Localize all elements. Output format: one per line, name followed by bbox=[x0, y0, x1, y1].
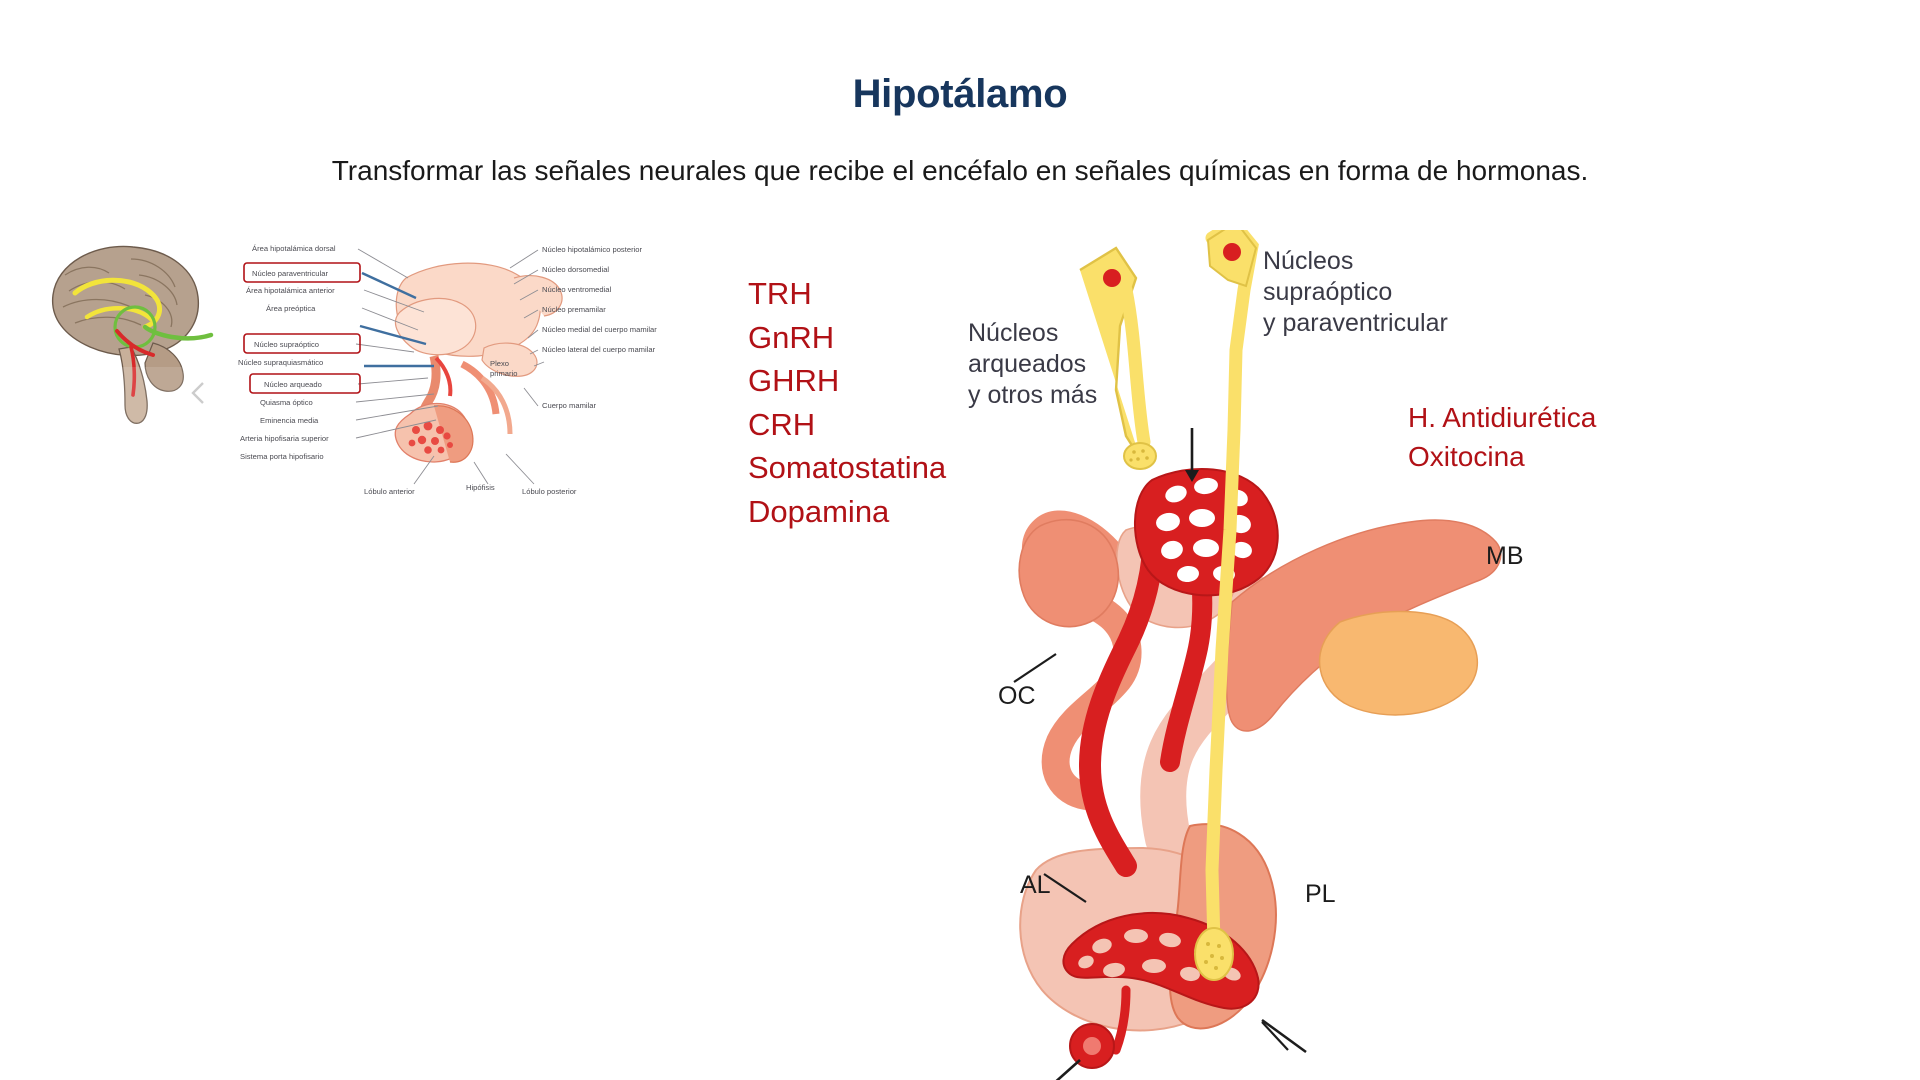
atlas-label: Lóbulo posterior bbox=[522, 487, 577, 496]
atlas-anatomy-shapes bbox=[394, 262, 563, 463]
hormone-item-crh: CRH bbox=[748, 406, 816, 442]
posterior-lobe-terminal bbox=[1194, 927, 1234, 981]
svg-text:primario: primario bbox=[490, 369, 517, 378]
label-optic-chiasm: OC bbox=[998, 682, 1036, 710]
brain-cortex-shape bbox=[51, 245, 200, 357]
atlas-label: Quiasma óptico bbox=[260, 398, 313, 407]
supraoptic-nucleus-soma bbox=[1223, 243, 1241, 261]
posterior-terminal-granules bbox=[1204, 942, 1224, 970]
atlas-label-boxed: Núcleo supraóptico bbox=[254, 340, 319, 349]
mammillary-body-shapes bbox=[1225, 519, 1502, 732]
arcuate-nucleus-soma bbox=[1103, 269, 1121, 287]
hormone-item-somatostatina: Somatostatina bbox=[748, 450, 947, 485]
atlas-leader-lines bbox=[355, 248, 545, 485]
hormone-item-ghrh: GHRH bbox=[748, 363, 840, 398]
hormone-release-list: TRH GnRH GHRH CRH Somatostatina Dopamina bbox=[748, 272, 946, 533]
label-anterior-lobe: AL bbox=[1020, 871, 1051, 899]
callout-posterior-hormones: H. Antidiurética Oxitocina bbox=[1408, 402, 1597, 472]
atlas-label: Área hipotalámica anterior bbox=[246, 286, 335, 295]
atlas-label: Núcleo dorsomedial bbox=[542, 265, 609, 274]
atlas-label: Lóbulo anterior bbox=[364, 487, 415, 496]
atlas-right-labels: Núcleo hipotalámico posterior Núcleo dor… bbox=[542, 245, 657, 410]
atlas-label: Hipófisis bbox=[466, 483, 495, 492]
hormone-item-gnrh: GnRH bbox=[748, 319, 835, 355]
atlas-plexus-label: Plexo primario bbox=[490, 359, 517, 378]
atlas-label: Núcleo ventromedial bbox=[542, 285, 612, 294]
neurosecretory-tract-shapes bbox=[1079, 230, 1259, 981]
atlas-label: Arteria hipofisaria superior bbox=[240, 434, 329, 443]
atlas-label: Cuerpo mamilar bbox=[542, 401, 596, 410]
portal-plexus-dots bbox=[408, 421, 453, 454]
callout-arcuate-nuclei: Núcleos arqueados y otros más bbox=[968, 319, 1098, 409]
atlas-bottom-labels: Lóbulo anterior Hipófisis Lóbulo posteri… bbox=[364, 483, 577, 496]
hormone-item-dopamina: Dopamina bbox=[748, 493, 890, 529]
hypothalamus-atlas-diagram: Área hipotalámica dorsal Núcleo paravent… bbox=[238, 238, 668, 538]
atlas-left-labels: Área hipotalámica dorsal Núcleo paravent… bbox=[238, 244, 336, 461]
page-subtitle: Transformar las señales neurales que rec… bbox=[331, 155, 1589, 186]
systemic-arrow-right bbox=[1261, 1018, 1307, 1054]
arcuate-terminal-granules bbox=[1129, 449, 1149, 462]
atlas-label: Núcleo hipotalámico posterior bbox=[542, 245, 643, 254]
page-title: Hipotálamo bbox=[852, 72, 1068, 116]
atlas-label: Núcleo premamilar bbox=[542, 305, 606, 314]
highlight-tracts bbox=[72, 277, 214, 397]
atlas-boxed-label-frames bbox=[243, 262, 361, 394]
atlas-label-boxed: Núcleo arqueado bbox=[264, 380, 322, 389]
atlas-label: Sistema porta hipofisario bbox=[240, 452, 324, 461]
atlas-label: Núcleo medial del cuerpo mamilar bbox=[542, 325, 657, 334]
brain-thumbnail-image bbox=[35, 235, 240, 430]
figure-arrows bbox=[1055, 428, 1307, 1080]
hypophysis-illustration bbox=[940, 230, 1640, 1080]
systemic-arrow-left bbox=[1055, 1059, 1081, 1080]
atlas-label-boxed: Núcleo paraventricular bbox=[252, 269, 328, 278]
label-posterior-lobe: PL bbox=[1305, 880, 1336, 908]
thumbnail-frame bbox=[35, 367, 240, 429]
figure-leader-lines bbox=[1013, 653, 1289, 1051]
hormone-item-trh: TRH bbox=[748, 276, 812, 311]
atlas-label: Núcleo supraquiasmático bbox=[238, 358, 323, 367]
atlas-label: Eminencia media bbox=[260, 416, 319, 425]
atlas-label: Área preóptica bbox=[266, 304, 316, 313]
callout-supraoptic-paraventricular: Núcleos supraóptico y paraventricular bbox=[1263, 247, 1448, 337]
atlas-label: Área hipotalámica dorsal bbox=[252, 244, 336, 253]
primary-capillary-plexus bbox=[1133, 467, 1279, 597]
label-mammillary-body: MB bbox=[1486, 542, 1524, 570]
atlas-label: Núcleo lateral del cuerpo mamilar bbox=[542, 345, 656, 354]
svg-text:Plexo: Plexo bbox=[490, 359, 509, 368]
optic-chiasm-shape bbox=[1018, 518, 1120, 628]
